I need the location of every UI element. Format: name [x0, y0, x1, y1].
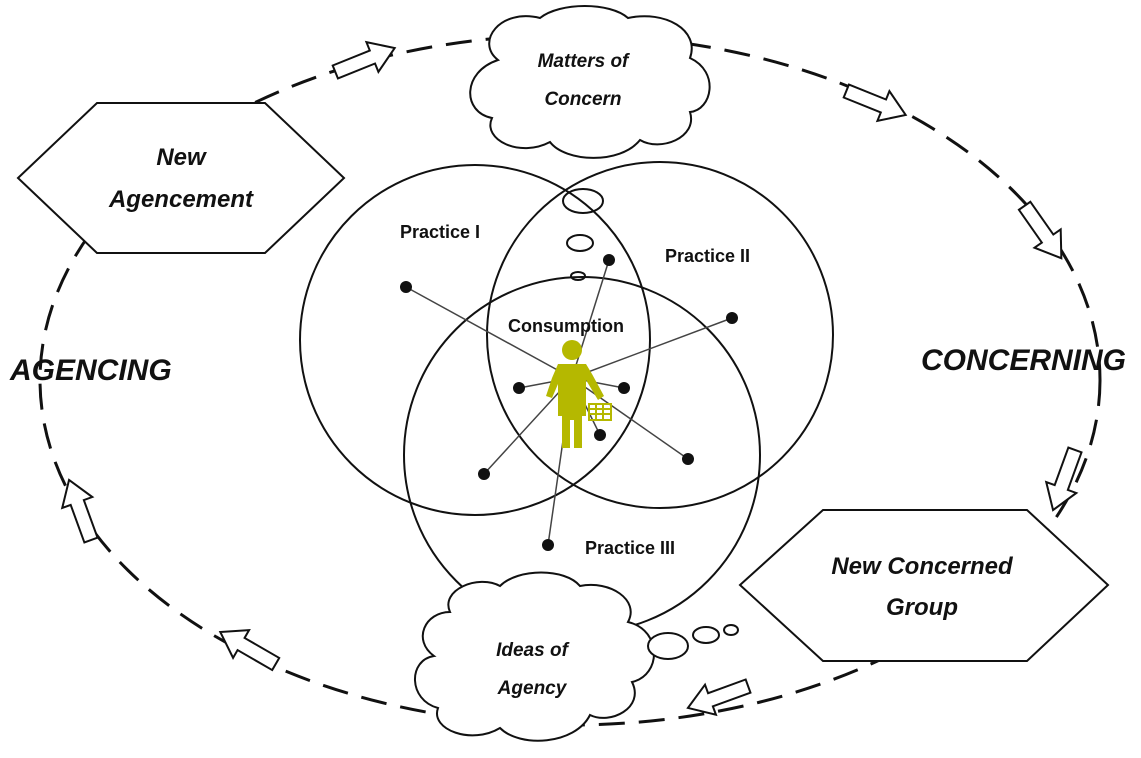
thought-bubbles-bottom	[647, 624, 739, 660]
cloud-matters-of-concern: Matters of Concern	[469, 5, 711, 159]
arrow-top-left	[331, 40, 397, 80]
practice-i-circle	[299, 164, 651, 516]
thought-bubble	[692, 626, 720, 644]
shopper-with-basket-icon	[546, 340, 612, 448]
cloud-top-line2: Concern	[544, 89, 621, 110]
thought-bubble	[723, 624, 739, 636]
hexagon-new-agencement: New Agencement	[16, 102, 346, 254]
cycle-arrows	[60, 40, 1083, 717]
agencing-label: AGENCING	[9, 354, 172, 387]
hexagon-top-left-line1: New	[156, 144, 207, 171]
arrow-left	[60, 478, 99, 544]
arrow-top-right	[842, 83, 908, 123]
hexagon-top-left-line2: Agencement	[108, 186, 254, 213]
hexagon-bottom-right-line1: New Concerned	[831, 553, 1014, 580]
spoke-node	[478, 468, 490, 480]
arrow-bottom-right	[686, 678, 752, 717]
thought-bubble	[647, 632, 689, 660]
practice-iii-label: Practice III	[585, 538, 675, 558]
spoke-node	[542, 539, 554, 551]
hexagon-bottom-right-line2: Group	[886, 594, 958, 621]
cloud-bottom-line1: Ideas of	[496, 640, 569, 661]
spoke-node	[513, 382, 525, 394]
spoke-node	[726, 312, 738, 324]
spoke-node	[618, 382, 630, 394]
cloud-ideas-of-agency: Ideas of Agency	[414, 571, 655, 742]
consumption-label: Consumption	[508, 316, 624, 336]
cloud-top-line1: Matters of	[538, 51, 630, 72]
arrow-right-lower	[1044, 446, 1083, 512]
spoke-node	[594, 429, 606, 441]
concerning-label: CONCERNING	[921, 344, 1126, 377]
arrow-right-upper	[1017, 200, 1063, 260]
arrow-bottom-left	[218, 629, 281, 672]
cloud-bottom-line2: Agency	[497, 678, 568, 699]
spoke-nodes	[400, 254, 738, 551]
practice-i-label: Practice I	[400, 222, 480, 242]
thought-bubble	[570, 271, 586, 281]
spoke-node	[400, 281, 412, 293]
thought-bubble	[566, 234, 594, 252]
practice-ii-circle	[486, 161, 834, 509]
thought-bubbles-top	[562, 188, 604, 281]
practice-ii-label: Practice II	[665, 246, 750, 266]
spoke-node	[682, 453, 694, 465]
hexagon-new-concerned-group: New Concerned Group	[738, 509, 1110, 662]
spoke-node	[603, 254, 615, 266]
